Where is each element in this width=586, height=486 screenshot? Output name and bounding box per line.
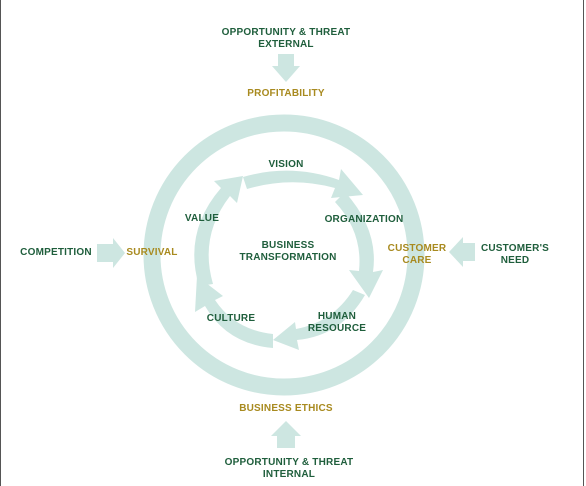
cycle-arrow-value (194, 176, 243, 286)
cycle-arrow-organization (335, 192, 383, 298)
survival-label: SURVIVAL (126, 247, 178, 258)
value-label: VALUE (184, 213, 220, 224)
profitability-label: PROFITABILITY (247, 88, 325, 99)
cycle-arrow-culture (195, 276, 273, 348)
external-threat-label: OPPORTUNITY & THREAT EXTERNAL (221, 27, 351, 50)
vision-label: VISION (268, 159, 304, 170)
cycle-arrow-vision (243, 169, 363, 198)
human-resource-label: HUMAN RESOURCE (307, 311, 367, 334)
internal-up-arrow (271, 421, 301, 448)
internal-threat-label: OPPORTUNITY & THREAT INTERNAL (224, 457, 354, 480)
customers-need-label: CUSTOMER'S NEED (480, 243, 550, 266)
outer-ring (143, 114, 425, 396)
organization-label: ORGANIZATION (324, 214, 404, 225)
external-down-arrow (272, 54, 300, 82)
customers-need-left-arrow (449, 237, 475, 267)
culture-label: CULTURE (206, 313, 256, 324)
business-ethics-label: BUSINESS ETHICS (239, 403, 333, 414)
customer-care-label: CUSTOMER CARE (387, 243, 447, 266)
competition-label: COMPETITION (20, 247, 92, 258)
cycle-arrow-human-resource (273, 290, 365, 350)
business-transformation-label: BUSINESS TRANSFORMATION (239, 240, 337, 263)
competition-right-arrow (97, 238, 125, 268)
